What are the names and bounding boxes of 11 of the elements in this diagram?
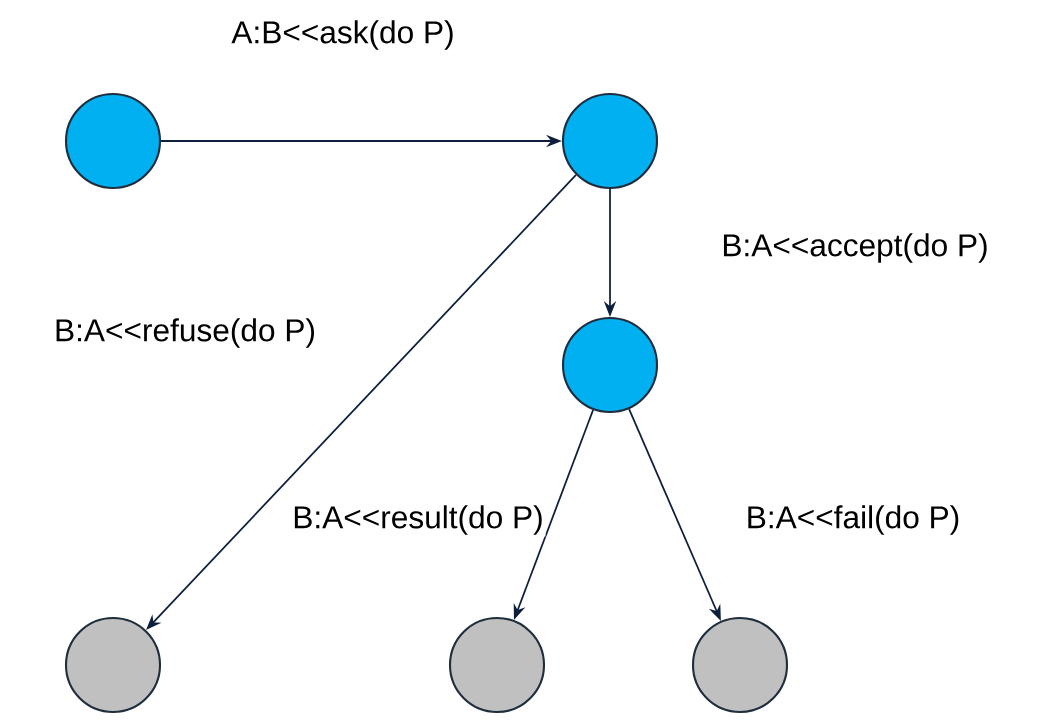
- state-circle: [561, 92, 659, 190]
- edge-label: A:B<<ask(do P): [229, 18, 457, 52]
- edge-label: B:A<<accept(do P): [719, 231, 991, 265]
- state-circle: [691, 616, 789, 714]
- state-circle: [561, 316, 659, 414]
- edge-label: B:A<<result(do P): [290, 503, 546, 537]
- edge-label: B:A<<fail(do P): [744, 503, 962, 537]
- state-circle: [64, 92, 162, 190]
- state-circle: [448, 616, 546, 714]
- state-circle: [64, 616, 162, 714]
- edge-label: B:A<<refuse(do P): [52, 316, 318, 350]
